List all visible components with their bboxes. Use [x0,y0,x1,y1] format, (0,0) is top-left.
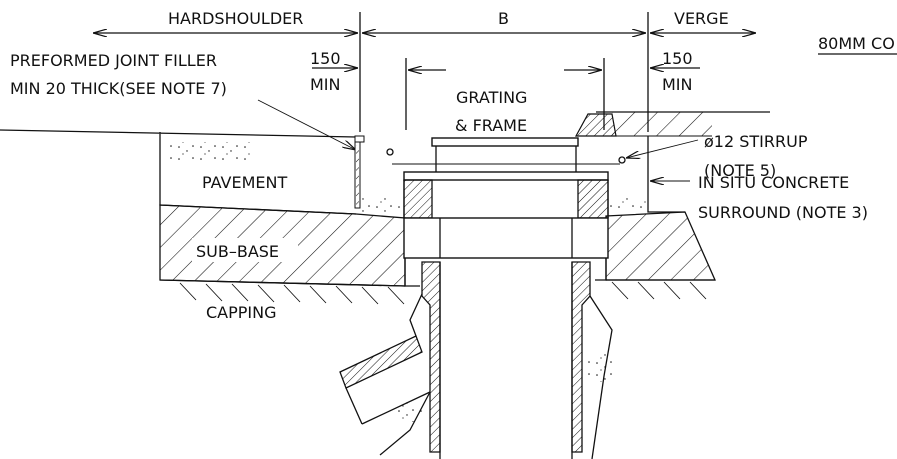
label-grating: GRATING [456,88,527,107]
label-cover: 80MM CO [818,34,895,53]
stirrup-bar-left [386,148,394,156]
sub-base-label-bg [192,238,298,262]
sub-base-right [605,211,716,281]
label-150-left: 150 [310,49,341,68]
stirrup-bar-right [618,156,626,164]
surround-right [647,136,685,213]
right-ground-hatch [611,281,707,300]
label-stirrup-note: (NOTE 5) [704,161,776,180]
verge-kerb [574,113,617,137]
base-slab [403,217,609,259]
label-hardshoulder: HARDSHOULDER [168,9,303,28]
gully-pot [404,258,607,459]
label-150-right: 150 [662,49,693,68]
label-stirrup: ø12 STIRRUP [704,132,808,151]
top-dimension-line [93,12,756,132]
label-min-left: MIN [310,75,341,94]
label-joint-filler-1: PREFORMED JOINT FILLER [10,51,217,70]
label-pavement: PAVEMENT [202,173,287,192]
capping-hatch [179,282,405,305]
label-min-right: MIN [662,75,693,94]
gully-frame [403,137,609,219]
verge-hatch [612,112,712,136]
label-verge: VERGE [674,9,729,28]
label-capping: CAPPING [206,303,277,322]
capping-ground [159,279,406,287]
label-concrete-2: SURROUND (NOTE 3) [698,203,868,222]
pavement-speckle [170,142,250,160]
label-frame: & FRAME [455,116,527,135]
stirrup-leader [626,139,699,158]
outlet-pipe [339,293,613,459]
label-sub-base: SUB–BASE [196,242,279,261]
label-b: B [498,9,509,28]
joint-filler-leader [257,99,356,150]
label-joint-filler-2: MIN 20 THICK(SEE NOTE 7) [10,79,227,98]
label-concrete-1: IN SITU CONCRETE [698,173,849,192]
